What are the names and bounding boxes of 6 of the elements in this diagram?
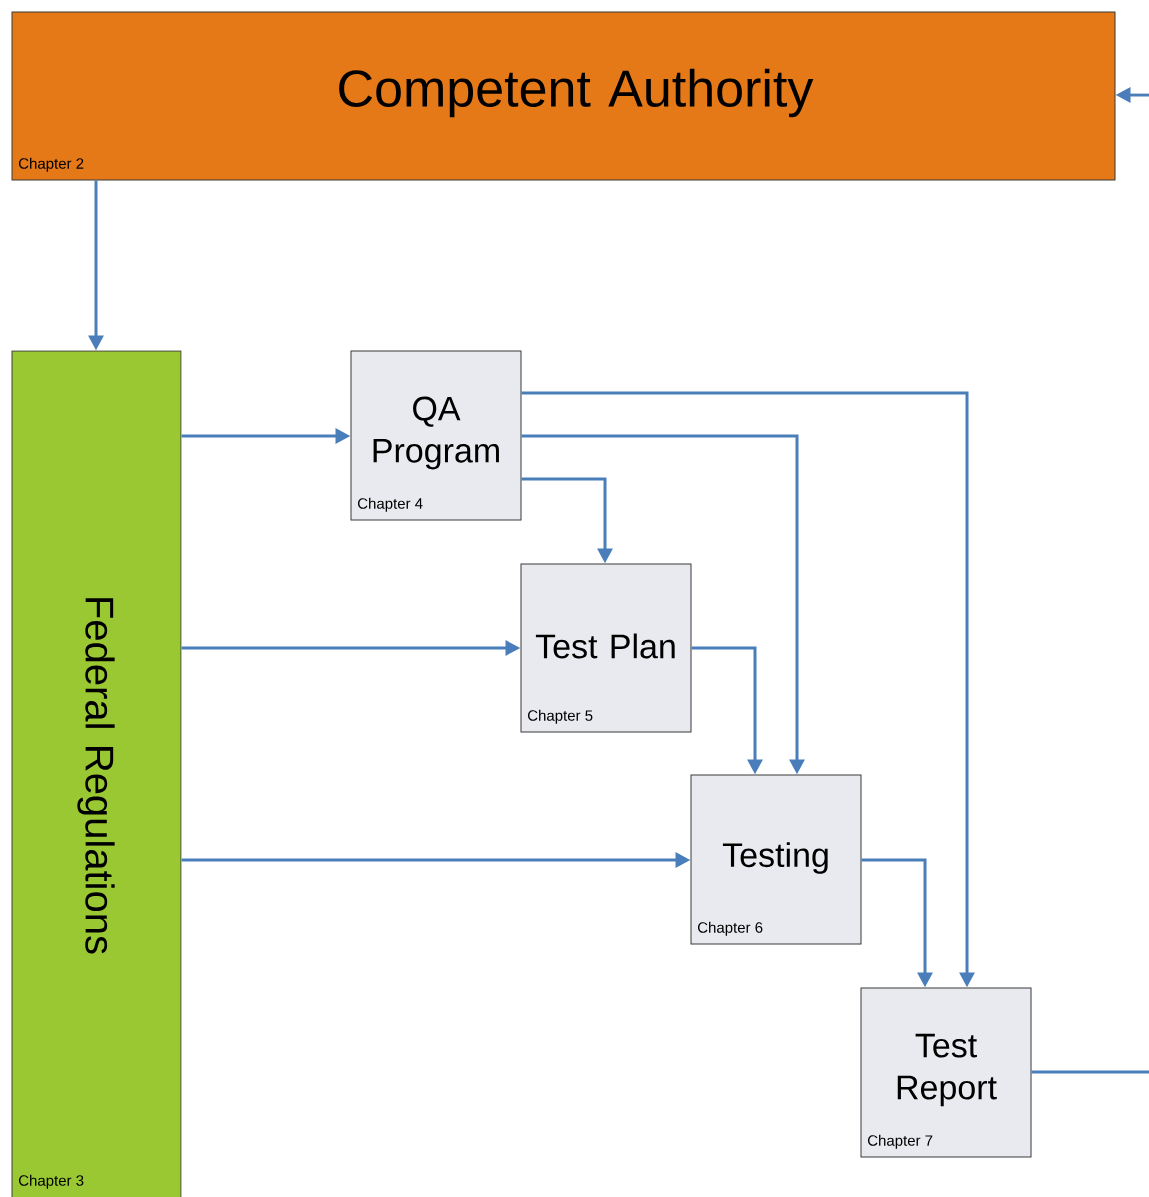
process-box: Test Report Chapter 7 <box>860 987 1032 1158</box>
process-box: Federal Regulations Chapter 3 <box>11 350 182 1197</box>
process-box: QA Program Chapter 4 <box>350 350 522 521</box>
process-box: Competent Authority Chapter 2 <box>11 11 1116 181</box>
process-box: Testing Chapter 6 <box>690 774 862 945</box>
process-box: Test Plan Chapter 5 <box>520 563 692 733</box>
